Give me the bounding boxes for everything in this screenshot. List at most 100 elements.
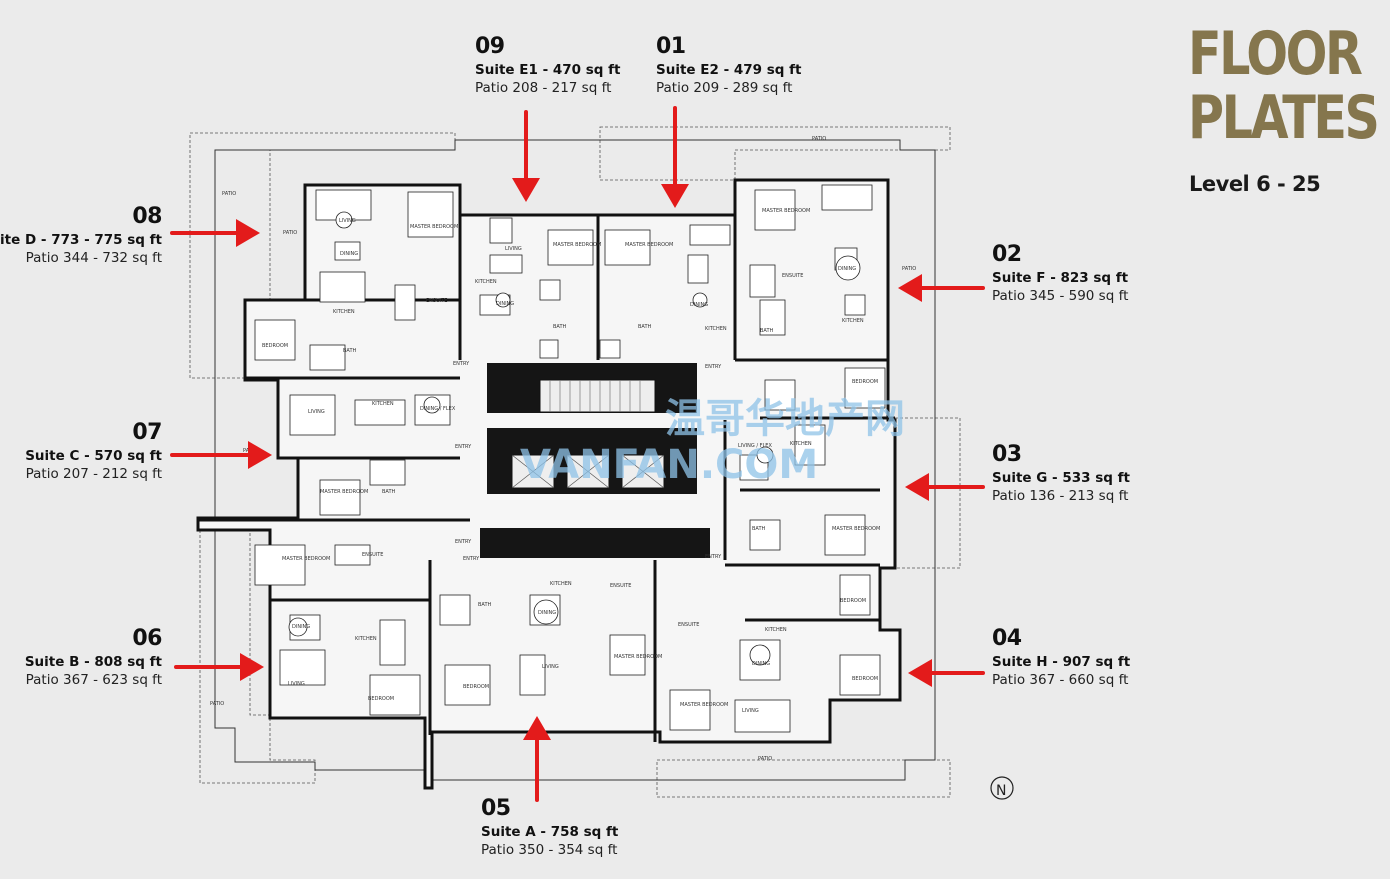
patio-area: Patio 350 - 354 sq ft: [481, 842, 618, 859]
room-label: BEDROOM: [852, 379, 878, 385]
room-label: BEDROOM: [463, 684, 489, 690]
room-labels: PATIO PATIO LIVING MASTER BEDROOM DINING…: [210, 136, 916, 762]
suite-label-09: 09 Suite E1 - 470 sq ft Patio 208 - 217 …: [475, 34, 621, 96]
watermark-text-en: VANFAN.COM: [520, 442, 818, 488]
arrow-05: [523, 716, 551, 802]
patio-area: Patio 209 - 289 sq ft: [656, 80, 793, 97]
room-label: PATIO: [222, 191, 236, 197]
suite-label-04: 04 Suite H - 907 sq ft Patio 367 - 660 s…: [992, 626, 1130, 688]
arrow-09: [512, 110, 540, 202]
room-label: PATIO: [283, 230, 297, 236]
room-label: KITCHEN: [842, 318, 864, 324]
watermark-text-cn: 温哥华地产网: [665, 396, 905, 442]
suite-number: 07: [132, 420, 162, 445]
suite-area: Suite E2 - 479 sq ft: [656, 62, 802, 79]
room-label: BEDROOM: [368, 696, 394, 702]
room-label: MASTER BEDROOM: [320, 489, 368, 495]
core: [480, 363, 710, 558]
room-label: LIVING: [308, 409, 325, 415]
title-line-plates: PLATES: [1188, 83, 1380, 153]
room-label: MASTER BEDROOM: [762, 208, 810, 214]
patio-area: Patio 207 - 212 sq ft: [25, 466, 162, 483]
suite-number: 03: [992, 442, 1022, 467]
room-label: KITCHEN: [475, 279, 497, 285]
terrace-outline: [214, 139, 936, 781]
room-label: ENTRY: [453, 361, 470, 367]
room-label: LIVING: [505, 246, 522, 252]
suite-label-06: 06 Suite B - 808 sq ft Patio 367 - 623 s…: [24, 626, 163, 689]
arrows: [170, 106, 985, 802]
suite-label-05: 05 Suite A - 758 sq ft Patio 350 - 354 s…: [481, 796, 619, 859]
room-label: ENTRY: [705, 364, 722, 370]
level-range: Level 6 - 25: [1189, 172, 1321, 196]
suite-number: 04: [992, 626, 1022, 651]
suite-area: Suite D - 773 - 775 sq ft: [0, 232, 162, 249]
arrow-01: [661, 106, 689, 208]
room-label: BATH: [638, 324, 652, 330]
room-label: ENTRY: [455, 444, 472, 450]
watermark: 温哥华地产网 VANFAN.COM: [520, 396, 905, 488]
arrow-04: [908, 659, 985, 687]
suite-label-01: 01 Suite E2 - 479 sq ft Patio 209 - 289 …: [656, 34, 802, 97]
room-label: DINING: [690, 302, 708, 308]
suite-number: 06: [132, 626, 162, 651]
room-label: ENSUITE: [610, 583, 631, 589]
room-label: PATIO: [758, 756, 772, 762]
room-label: PATIO: [210, 701, 224, 707]
room-label: LIVING: [339, 218, 356, 224]
patio-area: Patio 345 - 590 sq ft: [992, 288, 1129, 305]
suite-number: 08: [132, 204, 162, 229]
room-label: PATIO: [812, 136, 826, 142]
suite-label-03: 03 Suite G - 533 sq ft Patio 136 - 213 s…: [992, 442, 1130, 505]
suite-area: Suite A - 758 sq ft: [481, 824, 619, 841]
suite-number: 09: [475, 34, 505, 59]
room-label: BATH: [382, 489, 396, 495]
room-label: PATIO: [902, 266, 916, 272]
suite-number: 05: [481, 796, 511, 821]
room-label: ENTRY: [463, 556, 480, 562]
suite-area: Suite G - 533 sq ft: [992, 470, 1130, 487]
patio-area: Patio 136 - 213 sq ft: [992, 488, 1129, 505]
room-label: KITCHEN: [550, 581, 572, 587]
patio-outlines: [189, 126, 961, 798]
patio-area: Patio 367 - 623 sq ft: [25, 672, 162, 689]
room-label: ENTRY: [455, 539, 472, 545]
room-label: BATH: [478, 602, 492, 608]
room-label: DINING: [838, 266, 856, 272]
title-line-floor: FLOOR: [1188, 19, 1363, 89]
patio-area: Patio 344 - 732 sq ft: [25, 250, 162, 267]
room-label: DINING: [752, 661, 770, 667]
room-label: LIVING: [542, 664, 559, 670]
arrow-07: [170, 441, 272, 469]
room-label: KITCHEN: [790, 441, 812, 447]
svg-text:N: N: [996, 783, 1006, 799]
arrow-02: [898, 274, 985, 302]
arrow-08: [170, 219, 260, 247]
suite-number: 02: [992, 242, 1022, 267]
compass-icon: N: [990, 776, 1014, 800]
suite-label-02: 02 Suite F - 823 sq ft Patio 345 - 590 s…: [992, 242, 1129, 305]
room-label: DINING: [340, 251, 358, 257]
patio-outline-ne: [599, 126, 951, 181]
patio-outline-se: [656, 759, 951, 798]
suite-label-07: 07 Suite C - 570 sq ft Patio 207 - 212 s…: [25, 420, 162, 483]
patio-outline-sw: [199, 527, 316, 784]
room-label: KITCHEN: [372, 401, 394, 407]
room-label: LIVING: [288, 681, 305, 687]
room-label: MASTER BEDROOM: [553, 242, 601, 248]
room-label: BEDROOM: [840, 598, 866, 604]
suite-number: 01: [656, 34, 686, 59]
room-label: MASTER BEDROOM: [680, 702, 728, 708]
room-label: LIVING / FLEX: [738, 443, 772, 449]
room-label: MASTER BEDROOM: [625, 242, 673, 248]
suite-area: Suite B - 808 sq ft: [24, 654, 162, 671]
room-label: BATH: [752, 526, 766, 532]
suite-label-08: 08 Suite D - 773 - 775 sq ft Patio 344 -…: [0, 204, 163, 267]
fixtures: [254, 184, 886, 733]
room-label: MASTER BEDROOM: [410, 224, 458, 230]
room-label: MASTER BEDROOM: [832, 526, 880, 532]
room-label: ENSUITE: [362, 552, 383, 558]
room-label: ENSUITE: [678, 622, 699, 628]
